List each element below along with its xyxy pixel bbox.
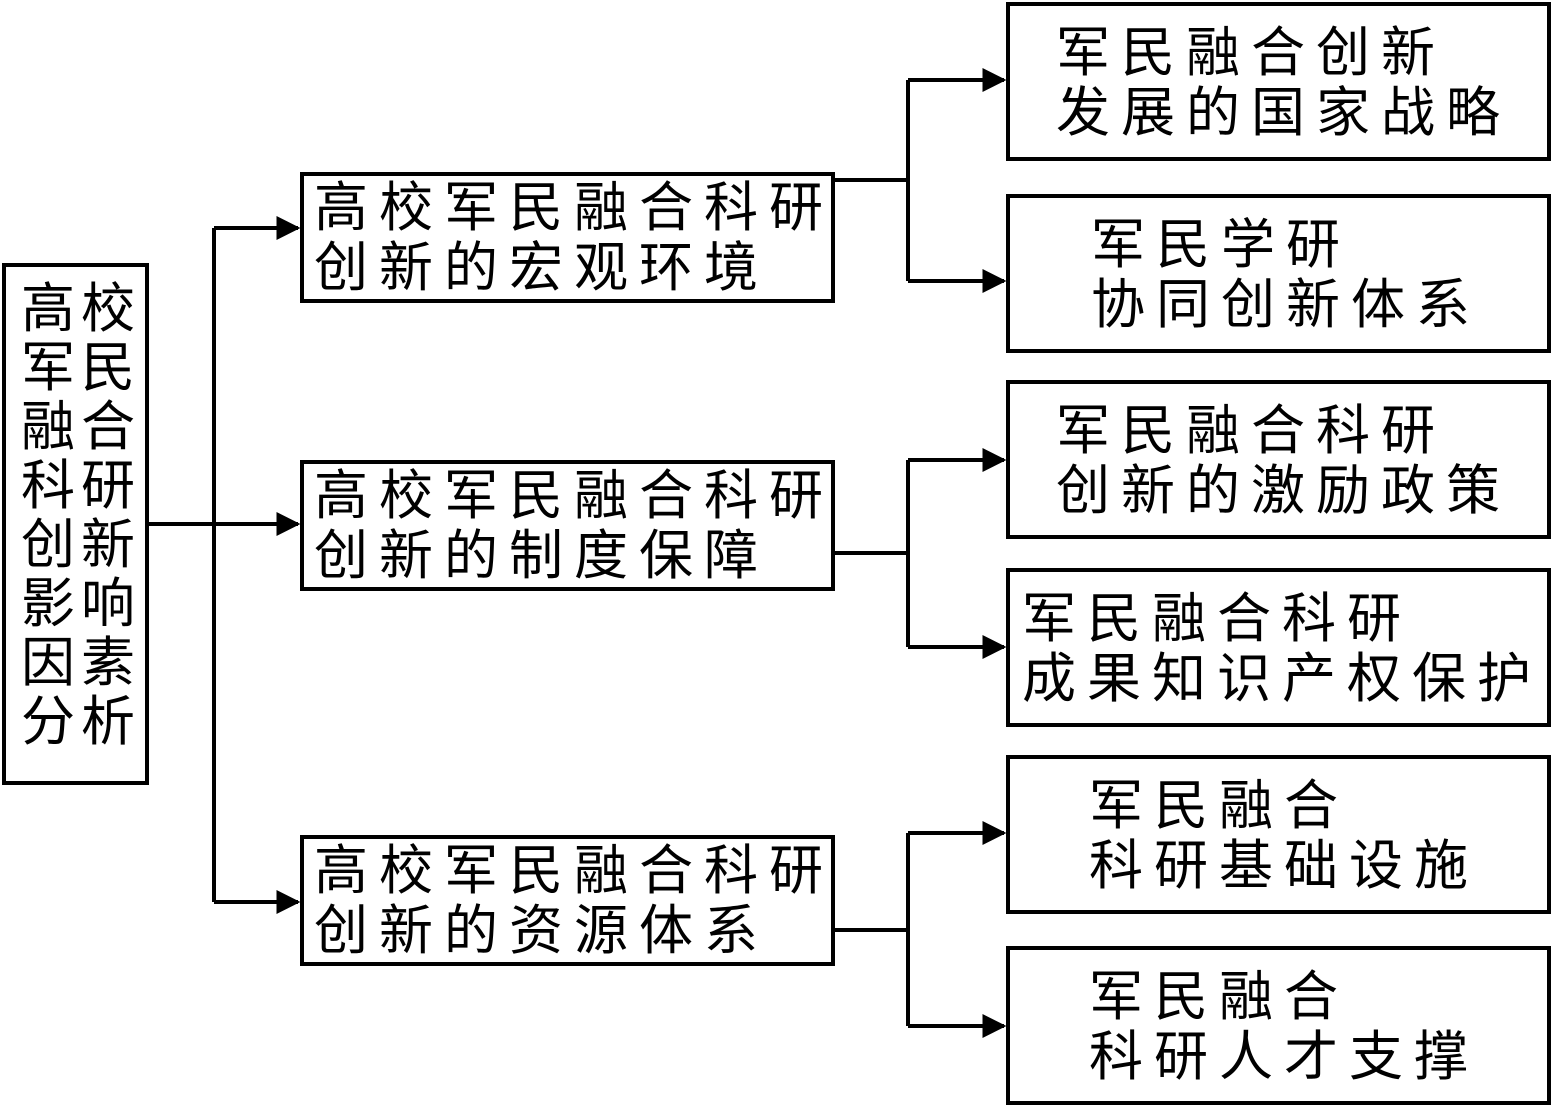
factor-line1: 军民融合创新 xyxy=(1056,21,1446,84)
factor-line2: 科研人才支撑 xyxy=(1089,1025,1479,1088)
category-title-line1: 高校军民融合科研 xyxy=(314,176,834,239)
category-node-resource-system: 高校军民融合科研 创新的资源体系 xyxy=(300,835,835,966)
factor-line2: 协同创新体系 xyxy=(1091,273,1481,336)
root-char: 校 xyxy=(81,277,135,340)
factor-node-talent-support: 军民融合 科研人才支撑 xyxy=(1006,946,1551,1105)
root-char: 融 xyxy=(21,395,75,458)
root-char: 研 xyxy=(81,454,135,517)
root-char: 分 xyxy=(21,690,75,753)
factor-line1: 军民融合 xyxy=(1089,774,1349,837)
root-char: 新 xyxy=(81,513,135,576)
root-char: 合 xyxy=(81,395,135,458)
factor-line2: 科研基础设施 xyxy=(1089,834,1479,897)
root-char: 科 xyxy=(21,454,75,517)
root-node-text: 高 校 军 民 融 合 科 研 创 新 影 响 因 素 分 析 xyxy=(18,279,138,751)
factor-node-incentive-policy: 军民融合科研 创新的激励政策 xyxy=(1006,380,1551,539)
factor-line1: 军民融合科研 xyxy=(1022,587,1412,650)
root-char: 高 xyxy=(21,277,75,340)
factor-node-infrastructure: 军民融合 科研基础设施 xyxy=(1006,755,1551,914)
root-char: 影 xyxy=(21,572,75,635)
root-char: 析 xyxy=(81,690,135,753)
root-char: 创 xyxy=(21,513,75,576)
category-title-line1: 高校军民融合科研 xyxy=(314,839,834,902)
factor-line1: 军民融合 xyxy=(1089,965,1349,1028)
root-node: 高 校 军 民 融 合 科 研 创 新 影 响 因 素 分 析 xyxy=(2,263,149,785)
factor-node-ip-protection: 军民融合科研 成果知识产权保护 xyxy=(1006,568,1551,727)
root-char: 因 xyxy=(21,631,75,694)
category-title-line1: 高校军民融合科研 xyxy=(314,464,834,527)
root-char: 素 xyxy=(81,631,135,694)
category-node-macro-environment: 高校军民融合科研 创新的宏观环境 xyxy=(300,172,835,303)
category-title-line2: 创新的宏观环境 xyxy=(314,236,769,299)
factor-line2: 发展的国家战略 xyxy=(1056,81,1511,144)
category-title-line2: 创新的资源体系 xyxy=(314,899,769,962)
factor-line1: 军民学研 xyxy=(1091,213,1351,276)
root-char: 军 xyxy=(21,336,75,399)
category-title-line2: 创新的制度保障 xyxy=(314,524,769,587)
factor-line2: 成果知识产权保护 xyxy=(1022,647,1542,710)
factor-line1: 军民融合科研 xyxy=(1056,399,1446,462)
factor-node-collaborative-innovation: 军民学研 协同创新体系 xyxy=(1006,194,1551,353)
factor-line2: 创新的激励政策 xyxy=(1056,459,1511,522)
root-char: 响 xyxy=(81,572,135,635)
factor-node-national-strategy: 军民融合创新 发展的国家战略 xyxy=(1006,2,1551,161)
category-node-institutional-guarantee: 高校军民融合科研 创新的制度保障 xyxy=(300,460,835,591)
root-char: 民 xyxy=(81,336,135,399)
